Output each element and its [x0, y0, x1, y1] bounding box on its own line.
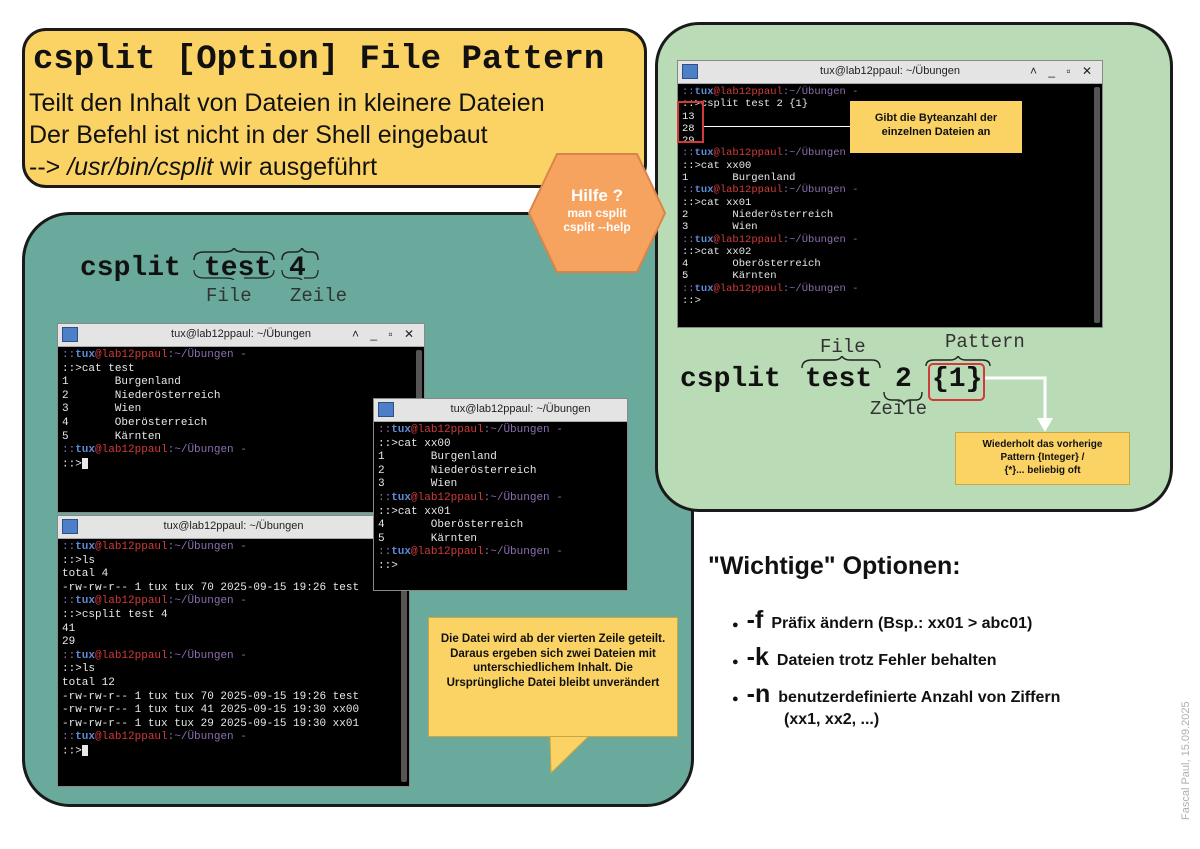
options-heading: "Wichtige" Optionen:	[708, 552, 961, 580]
repeat-pattern-callout: Wiederholt das vorherige Pattern {Intege…	[955, 432, 1130, 485]
terminal-output: ::tux@lab12ppaul:~/Übungen - ::>ls total…	[62, 541, 360, 758]
label-file: File	[206, 285, 252, 307]
help-flag-cmd: csplit --help	[563, 220, 631, 234]
terminal-titlebar[interactable]: tux@lab12ppaul: ~/Übungen ˄ _	[58, 516, 409, 539]
terminal-output: ::tux@lab12ppaul:~/Übungen - ::>csplit t…	[682, 86, 859, 308]
help-hexagon	[527, 153, 667, 273]
callout-tail	[549, 735, 591, 775]
help-title: Hilfe ?	[571, 186, 623, 205]
terminal-title: tux@lab12ppaul: ~/Übungen	[450, 403, 591, 415]
byte-size-highlight	[677, 101, 704, 143]
option-flag: -k	[746, 643, 769, 671]
binary-path: /usr/bin/csplit	[67, 153, 214, 181]
terminal-title: tux@lab12ppaul: ~/Übungen	[171, 328, 311, 340]
terminal-app-icon	[378, 402, 394, 417]
terminal-app-icon	[682, 64, 698, 79]
window-controls[interactable]: ˄ _ ▫ ✕	[1030, 64, 1096, 78]
arrow-icon	[985, 376, 1053, 432]
callout-connector-line	[704, 126, 850, 127]
terminal-title: tux@lab12ppaul: ~/Übungen	[163, 520, 304, 532]
terminal-titlebar[interactable]: tux@lab12ppaul: ~/Übungen ˄ _ ▫ ✕	[58, 324, 424, 347]
option-desc: Dateien trotz Fehler behalten	[776, 652, 997, 669]
command-syntax: csplit [Option] File Pattern	[33, 41, 605, 79]
repeat-line-2: Pattern {Integer} /	[1000, 452, 1085, 463]
description-line-1: Teilt den Inhalt von Dateien in kleinere…	[29, 89, 545, 117]
label-line: Zeile	[870, 398, 928, 420]
scrollbar[interactable]	[1094, 87, 1100, 323]
executed-text: wir ausgeführt	[213, 153, 378, 181]
label-pattern: Pattern	[945, 331, 1025, 353]
terminal-titlebar[interactable]: tux@lab12ppaul: ~/Übungen ˄ _ ▫ ✕	[678, 61, 1102, 84]
example-cmd: csplit	[680, 364, 781, 395]
description-line-2: Der Befehl ist nicht in der Shell eingeb…	[29, 121, 488, 149]
title-box: csplit [Option] File Pattern Teilt den I…	[22, 28, 647, 188]
terminal-cat-test[interactable]: tux@lab12ppaul: ~/Übungen ˄ _ ▫ ✕ ::tux@…	[57, 323, 425, 513]
example-cmd: csplit	[80, 253, 181, 284]
option-desc-continuation: (xx1, xx2, ...)	[784, 711, 880, 728]
pattern-highlight	[928, 363, 985, 401]
scrollbar[interactable]	[401, 542, 407, 782]
option-flag: -n	[746, 680, 771, 708]
terminal-csplit-ls[interactable]: tux@lab12ppaul: ~/Übungen ˄ _ ::tux@lab1…	[57, 515, 410, 787]
terminal-cat-xx[interactable]: tux@lab12ppaul: ~/Übungen ::tux@lab12ppa…	[373, 398, 628, 591]
terminal-titlebar[interactable]: tux@lab12ppaul: ~/Übungen	[374, 399, 627, 422]
brace-marks	[193, 248, 319, 280]
repeat-line-3: {*}... beliebig oft	[1004, 465, 1081, 476]
help-man-cmd: man csplit	[567, 206, 627, 220]
window-controls[interactable]: ˄ _ ▫ ✕	[352, 327, 418, 341]
terminal-app-icon	[62, 327, 78, 342]
example-arg-line: 4	[289, 253, 306, 284]
help-badge-text: Hilfe ? man csplit csplit --help	[527, 186, 667, 234]
option-desc: benutzerdefinierte Anzahl von Ziffern	[778, 689, 1061, 706]
terminal-cursor	[81, 457, 88, 469]
author-date-note: Fascal Paul, 15.09.2025	[1180, 701, 1192, 820]
terminal-title: tux@lab12ppaul: ~/Übungen	[820, 65, 960, 77]
terminal-app-icon	[62, 519, 78, 534]
example-arg-file: test	[204, 253, 272, 284]
split-info-callout: Die Datei wird ab der vierten Zeile gete…	[428, 617, 678, 737]
arrow-text: -->	[29, 153, 68, 181]
repeat-line-1: Wiederholt das vorherige	[982, 439, 1103, 450]
terminal-output: ::tux@lab12ppaul:~/Übungen - ::>cat test…	[62, 349, 247, 471]
example-arg-file: test	[805, 364, 873, 395]
terminal-output: ::tux@lab12ppaul:~/Übungen - ::>cat xx00…	[378, 424, 563, 572]
option-flag: -f	[746, 606, 764, 634]
label-line: Zeile	[290, 285, 348, 307]
description-line-3: --> /usr/bin/csplit wir ausgeführt	[29, 153, 377, 182]
example-arg-line: 2	[895, 364, 912, 395]
label-file: File	[820, 336, 866, 358]
terminal-cursor	[81, 744, 88, 756]
brace-marks	[801, 356, 991, 406]
byte-count-callout: Gibt die Byteanzahl der einzelnen Dateie…	[850, 101, 1022, 153]
example-arg-pattern: {1}	[932, 364, 983, 395]
option-desc: Präfix ändern (Bsp.: xx01 > abc01)	[771, 615, 1033, 632]
